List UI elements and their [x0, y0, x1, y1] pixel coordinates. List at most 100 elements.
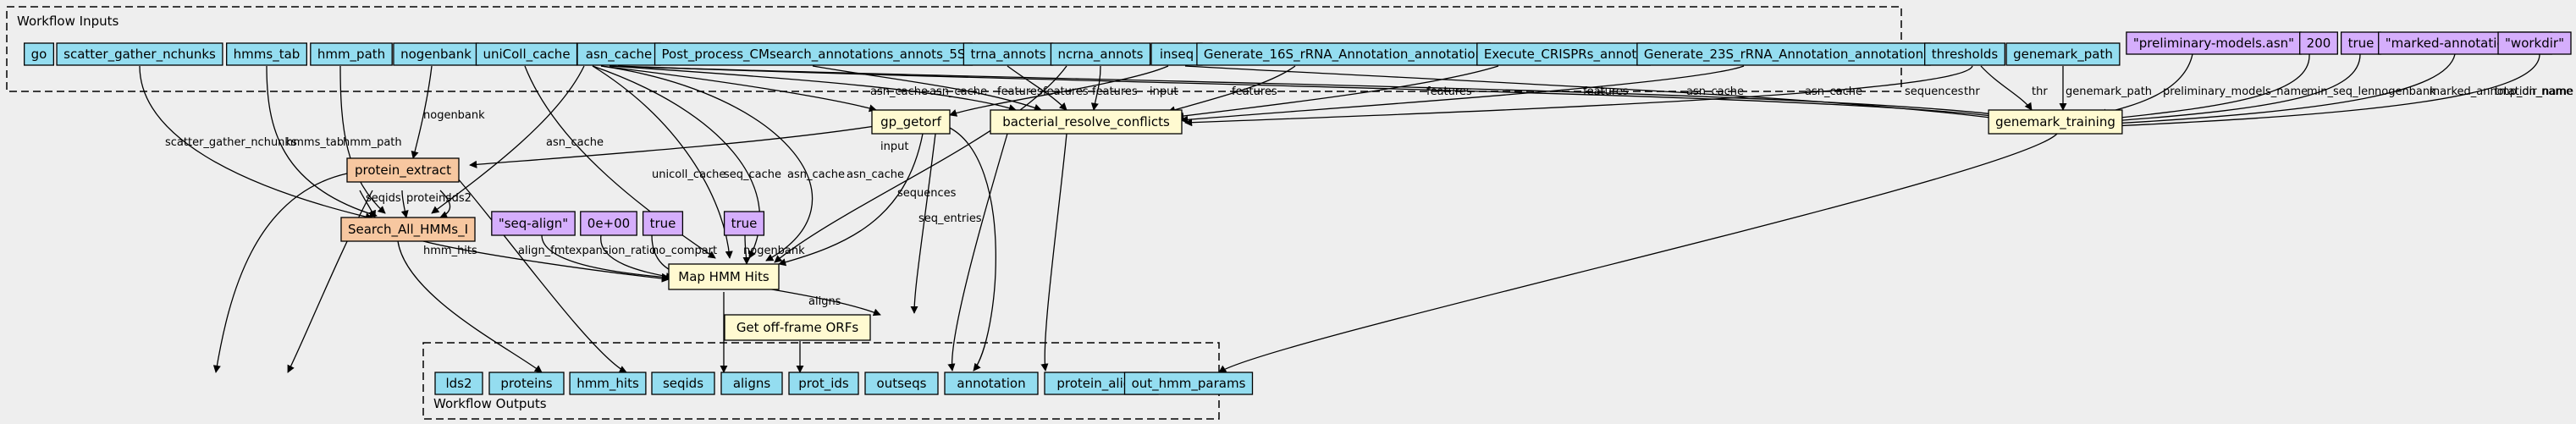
input-node-gen16s[interactable]: Generate_16S_rRNA_Annotation_annotation — [1196, 42, 1491, 66]
edge-label-features1: features — [997, 85, 1043, 98]
edge-features1 — [812, 65, 1042, 112]
const-node-0e00[interactable]: 0e+00 — [580, 211, 637, 236]
input-node-gen16s-label: Generate_16S_rRNA_Annotation_annotation — [1204, 47, 1483, 63]
input-node-thresholds[interactable]: thresholds — [1924, 42, 2005, 66]
input-node-scatter-gather-nchunks[interactable]: scatter_gather_nchunks — [56, 42, 223, 66]
output-node-out-hmm-params[interactable]: out_hmm_params — [1123, 372, 1254, 395]
edge-label-input-gp: input — [1150, 85, 1178, 98]
step-node-gp-getorf-label: gp_getorf — [880, 114, 942, 130]
input-node-asn-cache[interactable]: asn_cache — [576, 42, 661, 66]
edge-thr1 — [1184, 65, 1973, 127]
edge-label-thr1: thr — [1964, 85, 1980, 98]
input-node-hmm-path-label: hmm_path — [317, 47, 385, 63]
edge-label-asn-cache-brc: asn_cache — [929, 85, 987, 98]
step-node-map-hmm[interactable]: Map HMM Hits — [668, 263, 780, 290]
edge-label-lds2: lds2 — [449, 192, 472, 205]
const-node-200[interactable]: 200 — [2299, 31, 2338, 55]
input-node-gen23s[interactable]: Generate_23S_rRNA_Annotation_annotation — [1636, 42, 1931, 66]
input-node-genemark-path-label: genemark_path — [2013, 47, 2113, 63]
step-node-protein-extract[interactable]: protein_extract — [346, 157, 460, 183]
edge-asn-cache-sh — [431, 65, 585, 214]
edge-nogenbank-gm — [2111, 53, 2361, 124]
edge-lds2 — [439, 190, 451, 218]
const-node-prelim[interactable]: "preliminary-models.asn" — [2126, 31, 2302, 55]
edge-features5 — [1180, 65, 1745, 124]
edge-features-ncrna — [1090, 65, 1101, 111]
step-node-search-hmms[interactable]: Search_All_HMMs_I — [340, 217, 476, 242]
input-node-go[interactable]: go — [23, 42, 55, 66]
step-node-gp-getorf[interactable]: gp_getorf — [871, 109, 951, 135]
edge-seqids — [359, 190, 376, 218]
input-node-genemark-path[interactable]: genemark_path — [2005, 42, 2121, 66]
output-node-lds2[interactable]: lds2 — [434, 372, 483, 395]
step-node-off-frame[interactable]: Get off-frame ORFs — [724, 314, 871, 341]
output-node-aligns[interactable]: aligns — [720, 372, 783, 395]
edge-brc-annotation — [947, 133, 1008, 372]
input-node-hmms-tab[interactable]: hmms_tab — [226, 42, 307, 66]
edge-label-asn-cache-gp: asn_cache — [870, 85, 928, 98]
output-node-prot-ids[interactable]: prot_ids — [788, 372, 859, 395]
edge-gm-out-hmm — [1218, 133, 2058, 373]
output-node-outseqs[interactable]: outseqs — [864, 372, 939, 395]
input-node-trna-annots-label: trna_annots — [970, 47, 1045, 63]
edge-asn-cache-m2 — [600, 65, 814, 262]
const-node-seqalign[interactable]: "seq-align" — [491, 211, 576, 236]
output-node-proteins[interactable]: proteins — [488, 372, 565, 395]
edge-label-proteins: proteins — [406, 192, 451, 205]
input-node-nogenbank[interactable]: nogenbank — [393, 42, 479, 66]
input-node-nogenbank-label: nogenbank — [400, 47, 472, 62]
input-node-go-label: go — [31, 47, 47, 62]
input-node-scatter-gather-nchunks-label: scatter_gather_nchunks — [63, 47, 216, 63]
workflow-outputs-label: Workflow Outputs — [433, 396, 547, 411]
output-node-aligns-label: aligns — [733, 376, 771, 391]
edge-brc-protein-aligns — [1040, 133, 1067, 372]
edge-nogenbank-map — [742, 234, 751, 265]
input-node-unicoll-cache[interactable]: uniColl_cache — [475, 42, 578, 66]
edge-tmp-dir — [2111, 53, 2540, 130]
edge-label-seq-entries: seq_entries — [918, 212, 982, 225]
edge-sh-hmm-hits — [397, 240, 543, 373]
input-node-post-process[interactable]: Post_process_CMsearch_annotations_annots… — [654, 42, 974, 66]
edge-pe-seqids — [456, 177, 627, 373]
edge-gp-to-pe — [469, 124, 881, 168]
const-node-workdir-box[interactable]: "workdir" — [2497, 31, 2572, 55]
input-node-inseq-label: inseq — [1160, 47, 1194, 62]
const-node-true-mid2[interactable]: true — [723, 211, 765, 236]
edge-label-aligns: aligns — [808, 295, 841, 308]
const-node-prelim-label: "preliminary-models.asn" — [2133, 36, 2294, 51]
edge-label-expansion-ratio: expansion_ratio — [569, 245, 656, 257]
edge-label-thr2: thr — [2032, 85, 2048, 98]
input-node-hmm-path[interactable]: hmm_path — [310, 42, 393, 66]
const-node-true-mid[interactable]: true — [642, 211, 684, 236]
edge-label-asn-cache-m1: asn_cache — [787, 168, 845, 181]
step-node-brc[interactable]: bacterial_resolve_conflicts — [990, 109, 1183, 135]
edge-label-tmp-dir: tmp_dir_name — [2495, 85, 2573, 98]
const-node-true-mid2-label: true — [731, 216, 758, 231]
edge-map-offframe — [761, 287, 881, 317]
step-node-genemark-training[interactable]: genemark_training — [1988, 109, 2123, 135]
input-node-crispr[interactable]: Execute_CRISPRs_annots — [1476, 42, 1651, 66]
output-node-outseqs-label: outseqs — [877, 376, 927, 391]
edge-features2 — [1007, 65, 1067, 111]
edge-label-hmms-tab: hmms_tab — [286, 136, 344, 149]
edge-thr2 — [1980, 65, 2033, 111]
input-node-trna-annots[interactable]: trna_annots — [963, 42, 1054, 66]
edge-label-seqids: seqids — [366, 192, 401, 205]
input-node-ncrna-annots[interactable]: ncrna_annots — [1050, 42, 1151, 66]
output-node-hmm-hits-label: hmm_hits — [576, 376, 639, 392]
edge-asn-cache-brc — [609, 65, 1017, 112]
output-node-annotation-label: annotation — [957, 376, 1025, 391]
step-node-search-hmms-label: Search_All_HMMs_I — [348, 222, 468, 238]
input-node-inseq[interactable]: inseq — [1150, 42, 1203, 66]
edge-pe-lds2 — [212, 173, 348, 373]
edge-label-sequences-gm: sequences — [1905, 85, 1964, 98]
edge-label-no-compart: no_compart — [652, 245, 717, 257]
edge-label-nogenbank-pe: nogenbank — [423, 109, 485, 122]
edge-label-prelim-name: preliminary_models_name — [2163, 85, 2308, 98]
output-node-lds2-label: lds2 — [445, 376, 472, 391]
edge-label-asn-cache-m2: asn_cache — [847, 168, 904, 181]
const-node-true-top[interactable]: true — [2340, 31, 2382, 55]
output-node-annotation[interactable]: annotation — [944, 372, 1039, 395]
output-node-seqids[interactable]: seqids — [651, 372, 715, 395]
output-node-hmm-hits[interactable]: hmm_hits — [569, 372, 647, 395]
